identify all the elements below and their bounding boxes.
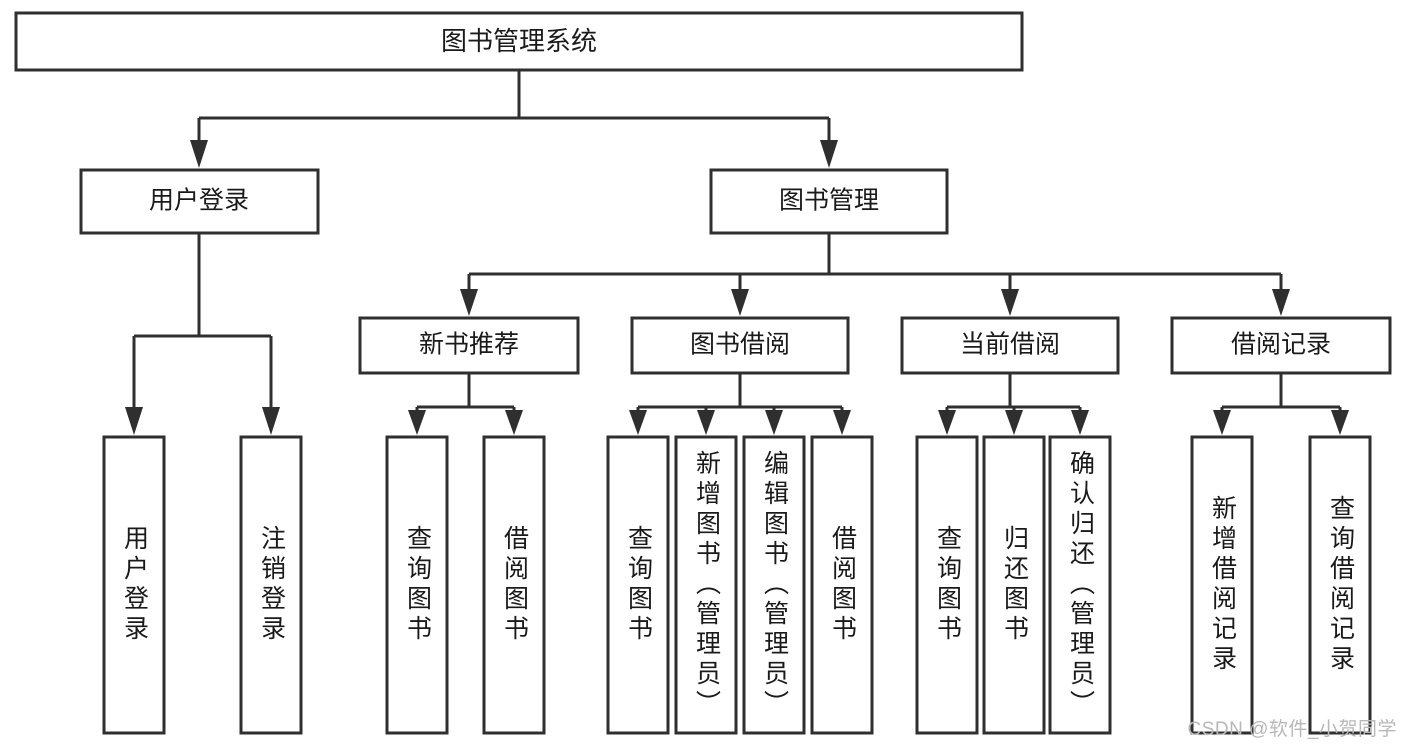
node-user-login[interactable]: 用户登录 <box>79 168 320 235</box>
leaf-box-query-record[interactable] <box>1308 435 1372 735</box>
arrow-head-leaf-borrow-book-2 <box>833 410 851 435</box>
node-user-login-label: 用户登录 <box>149 187 249 215</box>
leaf-box-return-book[interactable] <box>982 435 1046 735</box>
leaf-box-add-record[interactable] <box>1190 435 1254 735</box>
arrow-head-leaf-borrow-book-1 <box>505 410 523 435</box>
arrow-head-book-manage <box>820 140 838 168</box>
connectors-book-manage-to-level3 <box>460 233 1290 316</box>
node-root[interactable]: 图书管理系统 <box>14 11 1024 72</box>
node-book-manage-label: 图书管理 <box>779 187 879 215</box>
leaf-box-edit-book[interactable] <box>742 435 806 735</box>
node-root-box[interactable] <box>14 11 1024 72</box>
leaf-box-add-book[interactable] <box>674 435 738 735</box>
arrow-head-book-borrow <box>731 289 749 316</box>
node-borrow-record[interactable]: 借阅记录 <box>1170 316 1392 375</box>
arrow-head-user-login <box>190 140 208 168</box>
node-book-borrow[interactable]: 图书借阅 <box>630 316 850 375</box>
node-new-book-rec-label: 新书推荐 <box>419 331 519 359</box>
node-new-book-rec[interactable]: 新书推荐 <box>358 316 580 375</box>
node-book-borrow-label: 图书借阅 <box>690 331 790 359</box>
node-borrow-record-label: 借阅记录 <box>1231 331 1331 359</box>
leaf-box-borrow-book-1[interactable] <box>482 435 546 735</box>
arrow-head-leaf-confirm-return <box>1071 410 1089 435</box>
node-user-login-box[interactable] <box>79 168 320 235</box>
leaf-box-query-book-3[interactable] <box>915 435 979 735</box>
node-new-book-rec-box[interactable] <box>358 316 580 375</box>
arrow-head-borrow-record <box>1272 289 1290 316</box>
node-current-borrow-box[interactable] <box>900 316 1120 375</box>
arrow-head-leaf-return-book <box>1005 410 1023 435</box>
arrow-head-current-borrow <box>1001 289 1019 316</box>
leaf-boxes <box>102 435 1372 735</box>
node-book-manage[interactable]: 图书管理 <box>709 168 949 235</box>
arrow-head-leaf-add-record <box>1213 410 1231 435</box>
connectors-root-to-level2 <box>190 70 838 168</box>
connectors-current-borrow-to-leaves <box>938 373 1089 435</box>
arrow-head-leaf-query-book-2 <box>629 410 647 435</box>
leaf-box-confirm-return[interactable] <box>1048 435 1112 735</box>
arrow-head-leaf-query-record <box>1331 410 1349 435</box>
connectors-new-book-rec-to-leaves <box>408 373 523 435</box>
node-book-manage-box[interactable] <box>709 168 949 235</box>
watermark-text: CSDN @软件_小贺同学 <box>1187 719 1397 740</box>
arrow-head-leaf-edit-book <box>765 410 783 435</box>
node-book-borrow-box[interactable] <box>630 316 850 375</box>
node-current-borrow[interactable]: 当前借阅 <box>900 316 1120 375</box>
arrow-head-leaf-add-book <box>697 410 715 435</box>
connectors-user-login-to-leaves <box>125 233 280 435</box>
arrow-head-new-book-rec <box>460 289 478 316</box>
leaf-box-user-login[interactable] <box>102 435 166 735</box>
node-root-label: 图书管理系统 <box>441 26 597 56</box>
arrow-head-leaf-query-book-1 <box>408 410 426 435</box>
leaf-box-query-book-1[interactable] <box>385 435 449 735</box>
arrow-head-leaf-logout <box>262 407 280 435</box>
node-borrow-record-box[interactable] <box>1170 316 1392 375</box>
arrow-head-leaf-query-book-3 <box>938 410 956 435</box>
leaf-box-query-book-2[interactable] <box>606 435 670 735</box>
connectors-book-borrow-to-leaves <box>629 373 851 435</box>
connectors-borrow-record-to-leaves <box>1213 373 1349 435</box>
leaf-box-borrow-book-2[interactable] <box>810 435 874 735</box>
leaf-box-logout[interactable] <box>239 435 303 735</box>
node-current-borrow-label: 当前借阅 <box>960 331 1060 359</box>
arrow-head-leaf-user-login <box>125 407 143 435</box>
